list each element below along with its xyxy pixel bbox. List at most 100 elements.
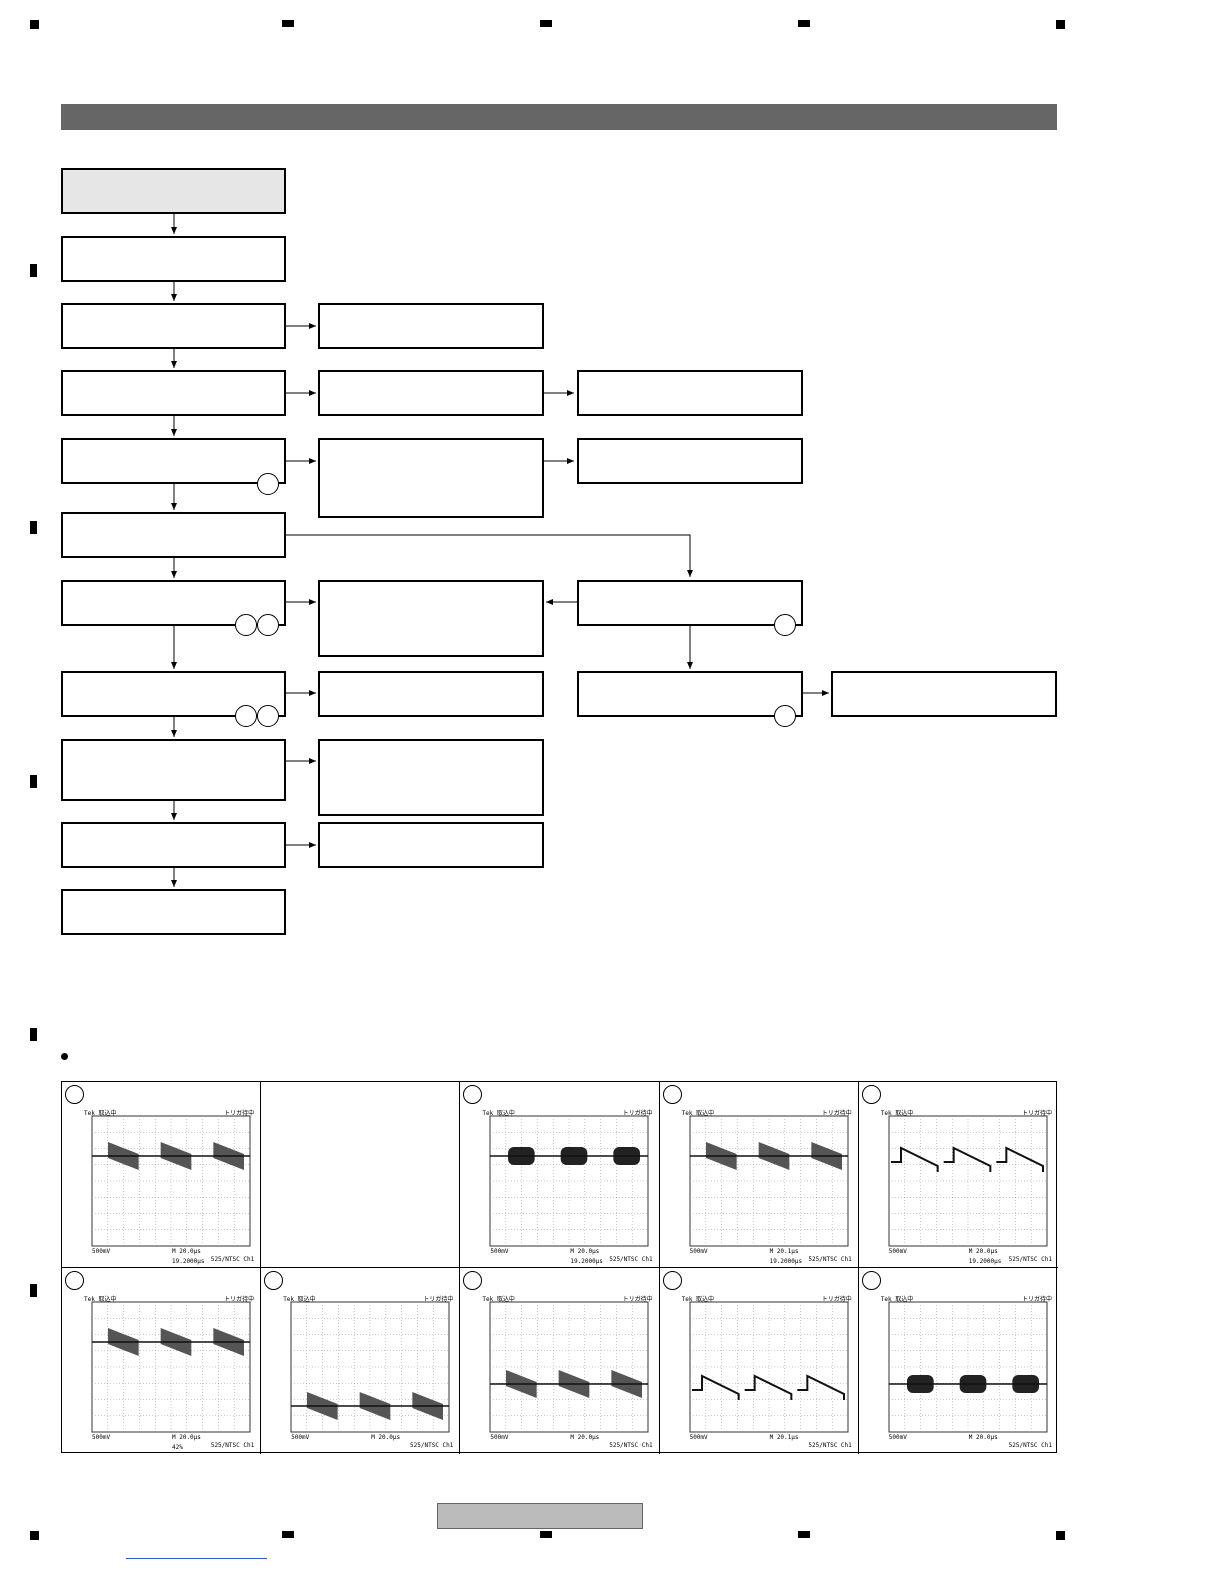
footer-link-underline — [126, 1558, 267, 1559]
waveform-number-circle — [463, 1085, 483, 1104]
flow-box-step-11 — [61, 889, 286, 935]
registration-mark-top-1 — [30, 20, 39, 29]
waveform-cell: Tek 取込中 トリガ待中 500mV M 20.0μs 525/NTSC Ch1 19.… — [858, 1082, 1058, 1268]
flow-box-right-7 — [577, 580, 803, 626]
waveform-number-circle — [861, 1271, 881, 1290]
scope-trigger-text: トリガ待中 — [1021, 1110, 1052, 1117]
flow-box-right-5 — [577, 438, 803, 484]
scope-time-div: M 20.0μs — [172, 1248, 201, 1255]
scope-trigger-text: トリガ待中 — [224, 1110, 255, 1117]
oscilloscope-screen — [689, 1115, 849, 1247]
flow-box-right-8 — [577, 671, 803, 717]
scope-header-text: Tek 取込中 — [84, 1296, 117, 1303]
waveform-number-circle — [463, 1271, 483, 1290]
waveform-number-circle — [662, 1271, 682, 1290]
scope-extra-readout: 19.2000μs — [968, 1258, 1002, 1265]
flow-box-step-5 — [61, 438, 286, 484]
oscilloscope-screen — [489, 1115, 649, 1247]
scope-trigger-text: トリガ待中 — [622, 1296, 653, 1303]
scope-channel-info: 525/NTSC Ch1 — [808, 1442, 852, 1449]
flow-box-step-3 — [61, 303, 286, 349]
registration-mark-top-2 — [282, 20, 294, 27]
scope-volts-div: 500mV — [92, 1248, 111, 1255]
waveform-number-circle — [861, 1085, 881, 1104]
waveform-ref-circle — [257, 705, 279, 727]
scope-volts-div: 500mV — [490, 1248, 509, 1255]
registration-mark-top-3 — [540, 20, 552, 27]
scope-volts-div: 500mV — [689, 1248, 708, 1255]
scope-channel-info: 525/NTSC Ch1 — [609, 1256, 653, 1263]
flow-box-branch-5 — [318, 438, 544, 518]
scope-channel-info: 525/NTSC Ch1 — [410, 1442, 454, 1449]
scope-trigger-text: トリガ待中 — [1021, 1296, 1052, 1303]
waveform-number-circle — [65, 1271, 84, 1290]
waveform-trace — [744, 1374, 792, 1400]
scope-channel-info: 525/NTSC Ch1 — [210, 1442, 255, 1449]
scope-header-text: Tek 取込中 — [84, 1110, 117, 1117]
scope-header-text: Tek 取込中 — [283, 1296, 316, 1303]
oscilloscope-screen — [290, 1301, 450, 1433]
flow-box-branch-10 — [318, 822, 544, 868]
scope-volts-div: 500mV — [888, 1434, 907, 1441]
waveform-ref-circle — [774, 705, 796, 727]
oscilloscope-screen — [489, 1301, 649, 1433]
scope-channel-info: 525/NTSC Ch1 — [1008, 1256, 1052, 1263]
scope-time-div: M 20.1μs — [769, 1434, 799, 1441]
registration-mark-top-4 — [798, 20, 810, 27]
registration-mark-side-5 — [30, 1284, 37, 1297]
flow-box-right-4 — [577, 370, 803, 416]
flow-box-start — [61, 168, 286, 214]
scope-volts-div: 500mV — [888, 1248, 907, 1255]
waveform-ref-circle — [235, 705, 257, 727]
scope-trigger-text: トリガ待中 — [821, 1110, 852, 1117]
waveform-cell — [261, 1082, 461, 1268]
oscilloscope-screen — [91, 1301, 251, 1433]
scope-header-text: Tek 取込中 — [482, 1110, 515, 1117]
waveform-number-circle — [264, 1271, 284, 1290]
flowchart-connectors — [171, 214, 829, 887]
waveform-ref-circle — [774, 614, 796, 636]
flow-box-branch-9 — [318, 739, 544, 816]
flow-box-branch-7 — [318, 580, 544, 657]
registration-mark-top-5 — [1056, 20, 1065, 29]
waveform-trace — [691, 1374, 740, 1400]
waveform-number-circle — [662, 1085, 682, 1104]
bullet-dot — [61, 1053, 68, 1060]
oscilloscope-screen — [888, 1301, 1048, 1433]
registration-mark-side-4 — [30, 1028, 37, 1041]
registration-mark-bottom-2 — [282, 1531, 294, 1538]
oscilloscope-screen — [689, 1301, 849, 1433]
flow-box-step-6 — [61, 512, 286, 558]
scope-time-div: M 20.0μs — [968, 1248, 998, 1255]
scope-time-div: M 20.0μs — [570, 1434, 600, 1441]
section-header-bar — [61, 104, 1057, 130]
flow-box-branch-3 — [318, 303, 544, 349]
registration-mark-bottom-5 — [1056, 1531, 1065, 1540]
waveform-ref-circle — [257, 473, 279, 495]
waveform-trace — [890, 1146, 939, 1172]
scope-trigger-text: トリガ待中 — [821, 1296, 852, 1303]
waveform-trace — [943, 1146, 992, 1172]
scope-volts-div: 500mV — [92, 1434, 111, 1441]
scope-volts-div: 500mV — [490, 1434, 509, 1441]
waveform-trace — [996, 1146, 1044, 1172]
scope-header-text: Tek 取込中 — [880, 1110, 914, 1117]
flow-box-branch-8 — [318, 671, 544, 717]
scope-extra-readout: 19.2000μs — [570, 1258, 603, 1265]
scope-extra-readout: 19.2000μs — [769, 1258, 803, 1265]
registration-mark-bottom-3 — [540, 1531, 552, 1538]
waveform-ref-circle — [235, 614, 257, 636]
flow-box-step-9 — [61, 739, 286, 801]
scope-extra-readout: 19.2000μs — [172, 1258, 205, 1265]
flow-box-step-4 — [61, 370, 286, 416]
oscilloscope-screen — [888, 1115, 1048, 1247]
scope-trigger-text: トリガ待中 — [622, 1110, 653, 1117]
